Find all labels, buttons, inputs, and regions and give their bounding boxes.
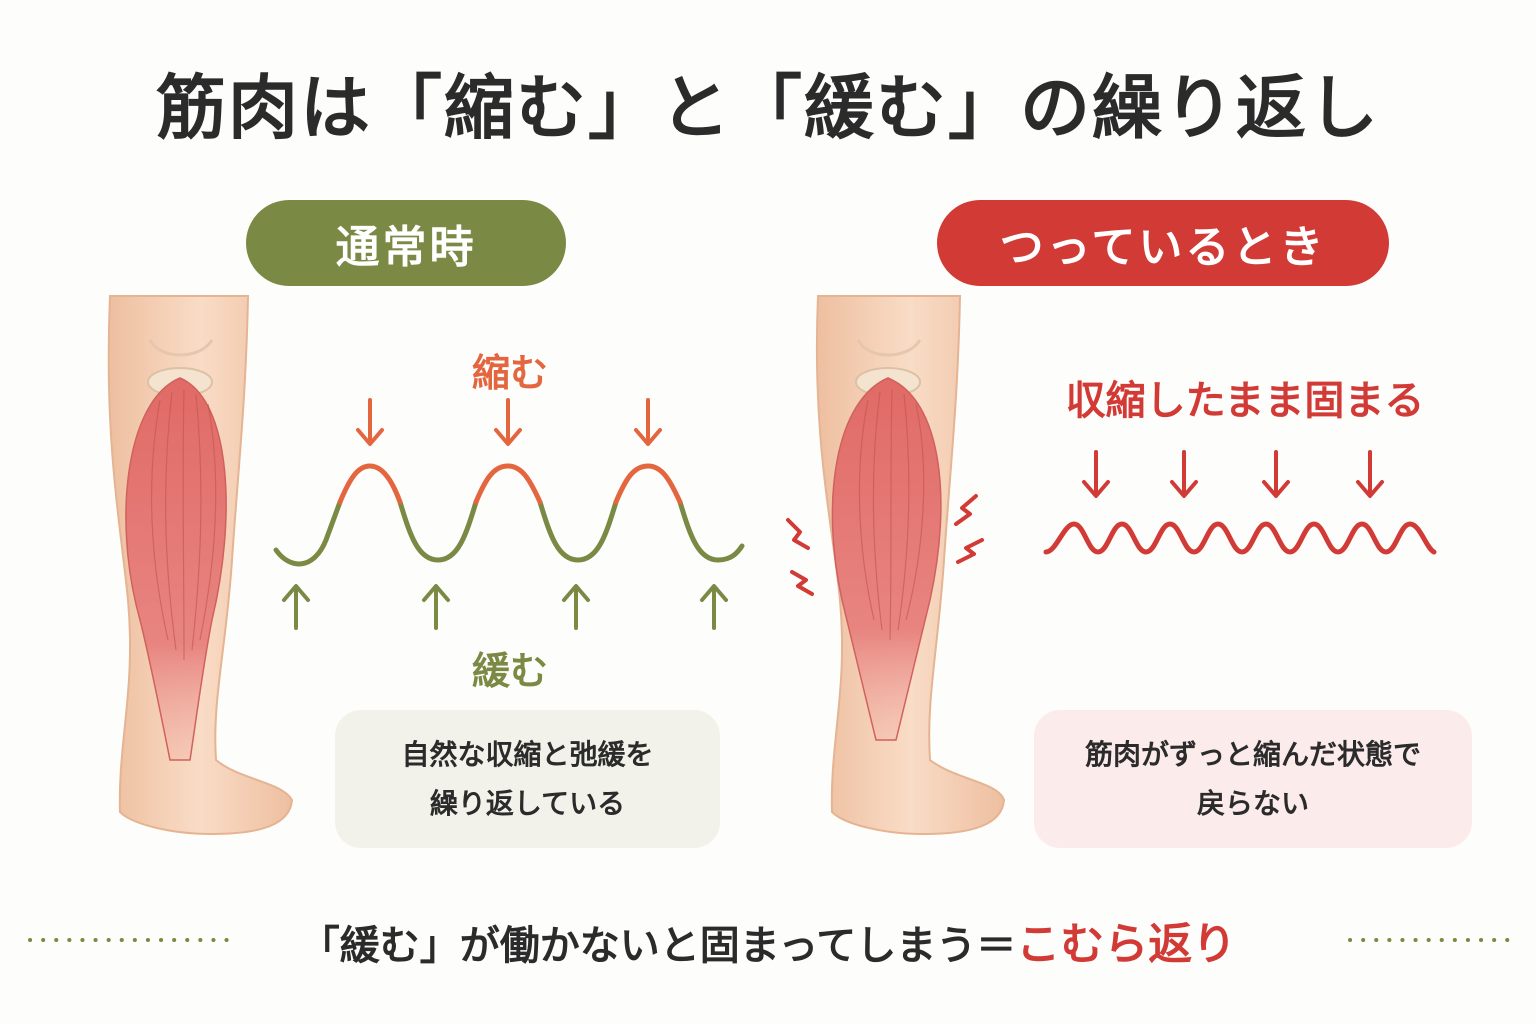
contract-arrow-group xyxy=(356,398,662,446)
pain-spark-1 xyxy=(786,518,810,550)
relax-arrow-group xyxy=(282,584,728,630)
page-title: 筋肉は「縮む」と「緩む」の繰り返し xyxy=(156,67,1380,149)
pain-spark-group xyxy=(786,494,984,596)
stuck-down-arrow-4 xyxy=(1356,450,1384,498)
normal-description-line1: 自然な収縮と弛緩を xyxy=(401,738,654,771)
cramp-tight-wave xyxy=(1043,521,1437,555)
conclusion-main: 「緩む」が働かないと固まってしまう＝ xyxy=(299,923,1017,969)
pain-spark-3 xyxy=(954,494,978,526)
pain-spark-4 xyxy=(956,538,984,564)
cramp-description-line1: 筋肉がずっと縮んだ状態で xyxy=(1084,738,1421,771)
pain-spark-2 xyxy=(790,570,814,596)
relax-wave xyxy=(273,499,745,567)
contract-down-arrow-3 xyxy=(634,398,662,446)
stuck-down-arrow-3 xyxy=(1262,450,1290,498)
contract-label: 縮む xyxy=(471,351,548,395)
stuck-contraction-label: 収縮したまま固まる xyxy=(1065,378,1425,424)
relax-up-arrow-3 xyxy=(562,584,590,630)
relax-up-arrow-1 xyxy=(282,584,310,630)
stuck-arrow-group xyxy=(1082,450,1384,498)
conclusion-highlight: こむら返り xyxy=(1016,919,1237,970)
contract-down-arrow-2 xyxy=(494,398,522,446)
contract-wave xyxy=(337,463,683,505)
normal-state-badge: 通常時 xyxy=(246,200,566,286)
normal-leg-illustration xyxy=(107,295,294,836)
cramp-description-line2: 戻らない xyxy=(1196,787,1309,820)
normal-description-box: 自然な収縮と弛緩を 繰り返している xyxy=(335,710,720,848)
cramp-description-box: 筋肉がずっと縮んだ状態で 戻らない xyxy=(1034,710,1472,848)
normal-description-line2: 繰り返している xyxy=(429,787,626,820)
relax-up-arrow-2 xyxy=(422,584,450,630)
stuck-down-arrow-1 xyxy=(1082,450,1110,498)
stuck-down-arrow-2 xyxy=(1170,450,1198,498)
contract-down-arrow-1 xyxy=(356,398,384,446)
relax-label: 緩む xyxy=(471,649,548,693)
cramp-leg-illustration xyxy=(815,295,1006,836)
conclusion-text: 「緩む」が働かないと固まってしまう＝こむら返り xyxy=(0,908,1536,972)
relax-up-arrow-4 xyxy=(700,584,728,630)
cramp-state-badge: つっているとき xyxy=(937,200,1389,286)
